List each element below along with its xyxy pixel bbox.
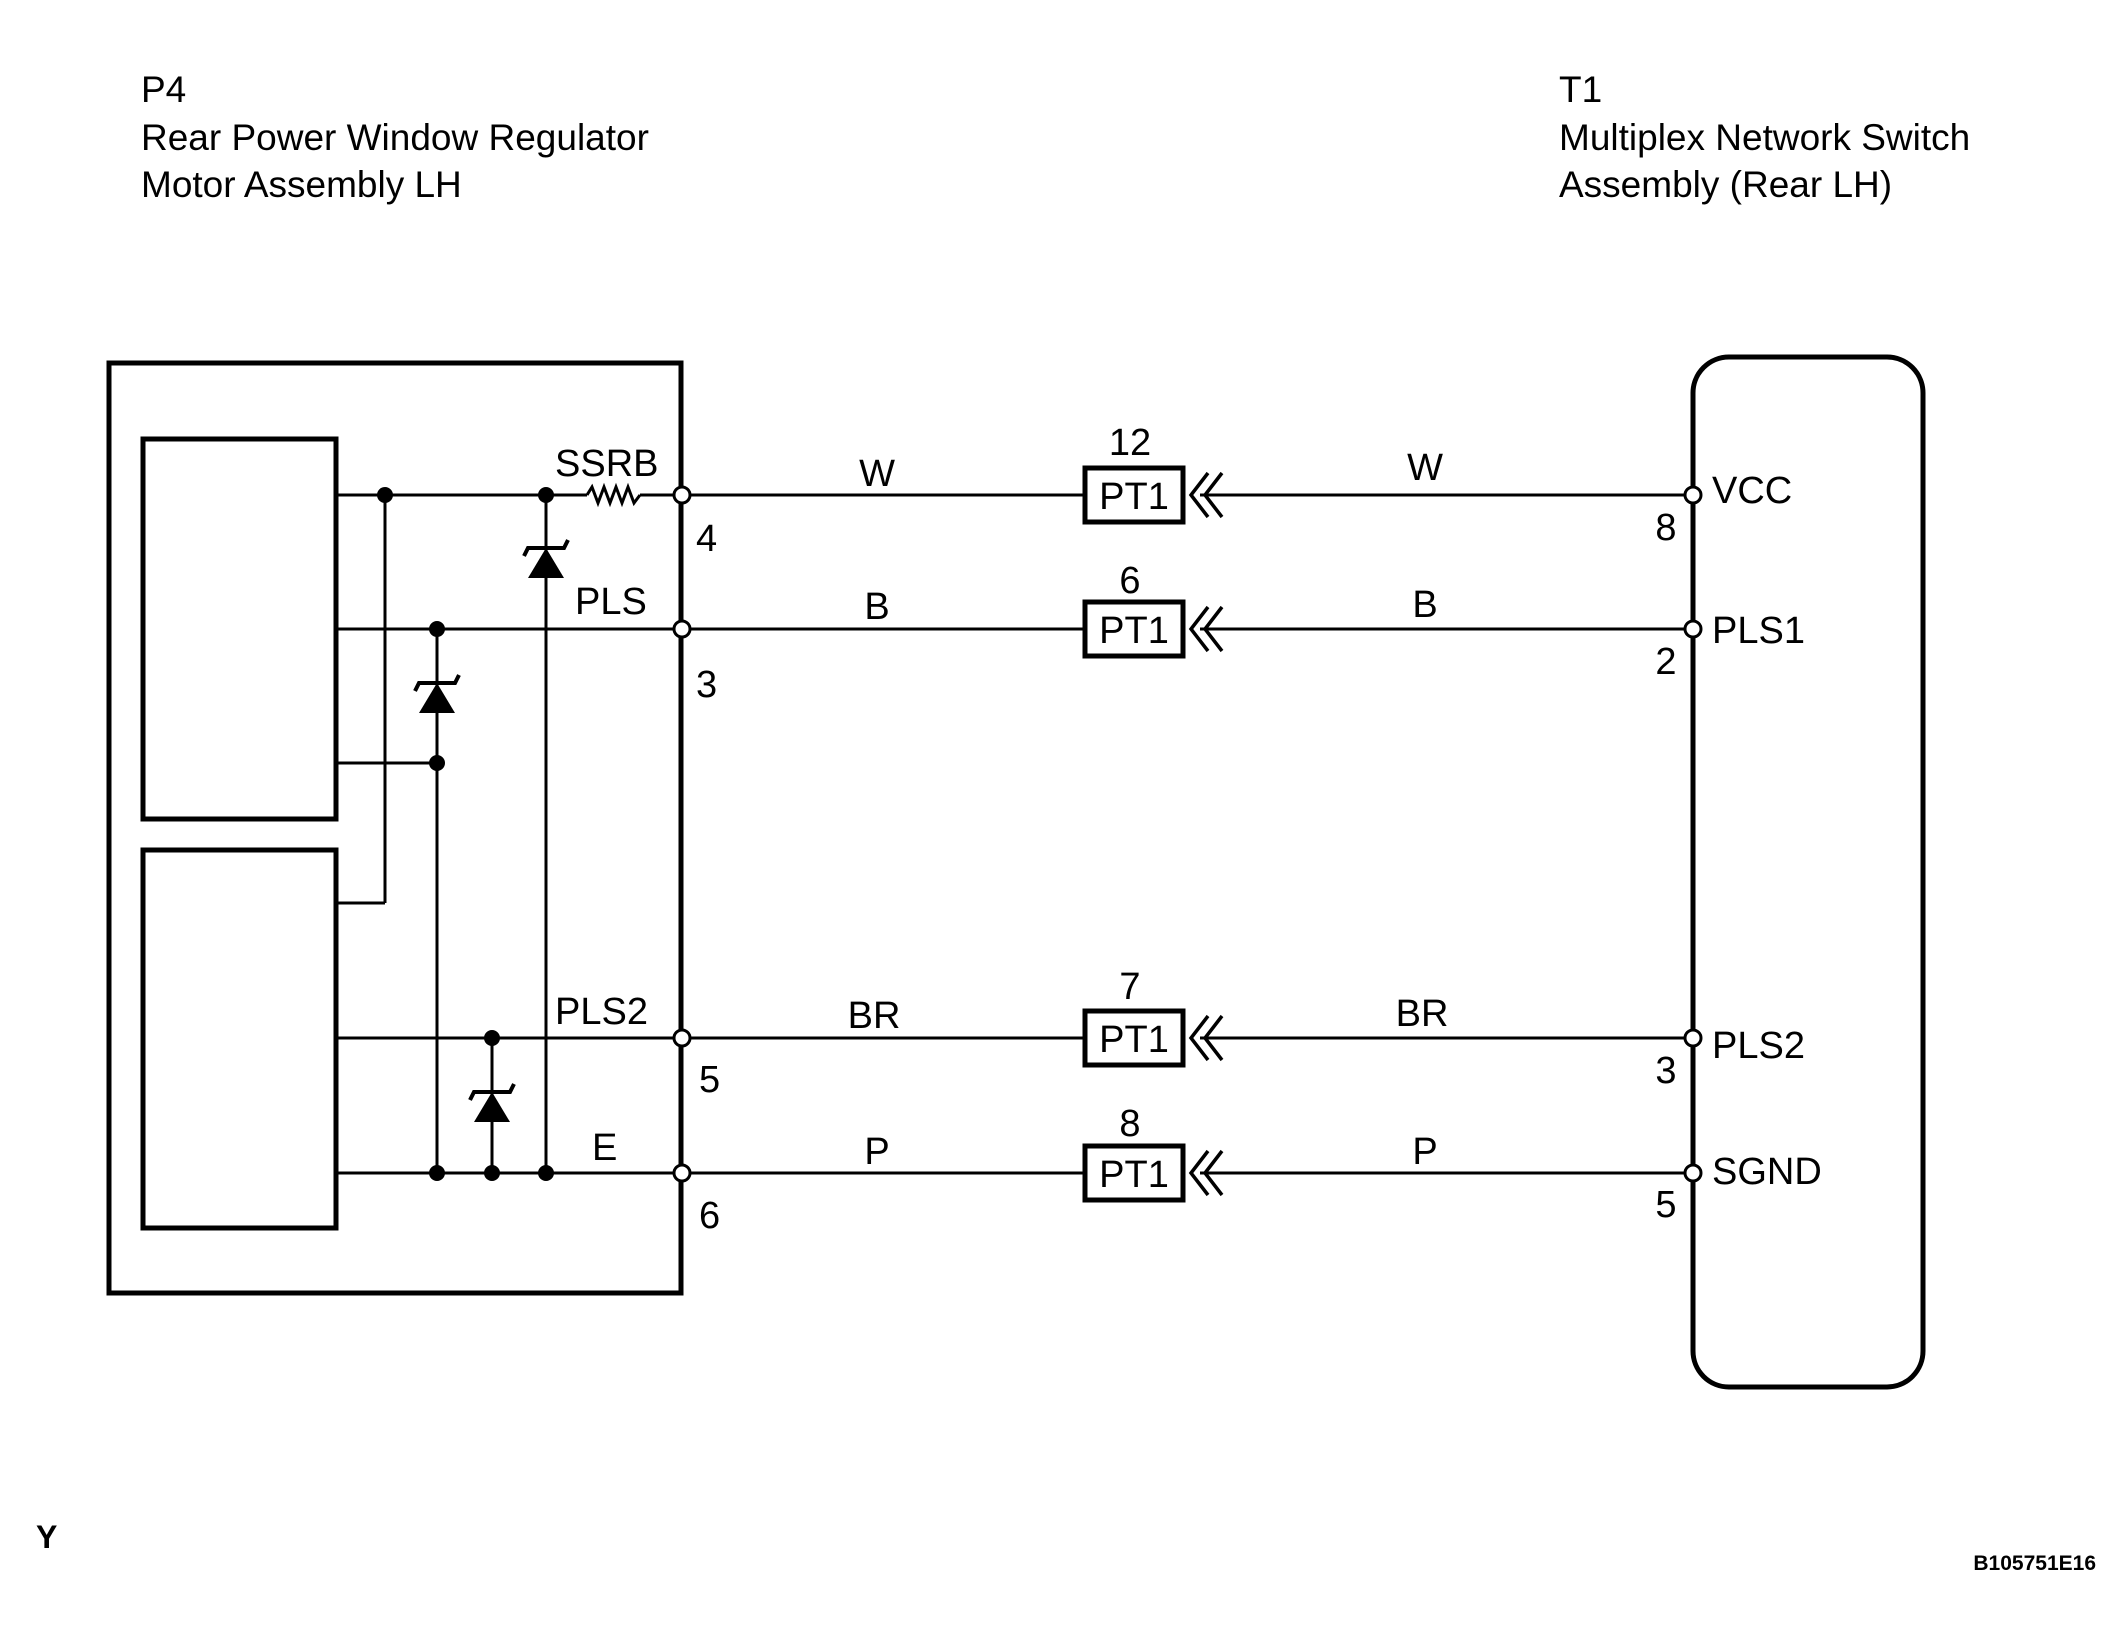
left-component-code: P4 <box>141 69 186 110</box>
motor-block-upper <box>140 436 339 822</box>
svg-text:PT1: PT1 <box>1099 1154 1169 1196</box>
right-pin-name-sgnd: SGND <box>1712 1151 1822 1193</box>
wire-color-left-br: BR <box>848 995 901 1037</box>
left-pin-no-3: 3 <box>696 664 717 706</box>
wire-color-right-w: W <box>1407 447 1443 489</box>
junction-dots <box>377 487 554 1181</box>
connector-pin-6: 6 <box>1119 560 1140 602</box>
right-pin-name-pls2: PLS2 <box>1712 1025 1805 1067</box>
left-component-name-line1: Rear Power Window Regulator <box>141 117 649 158</box>
motor-block-lower <box>140 847 339 1231</box>
zener-diode-2 <box>413 674 461 713</box>
right-pin-name-pls1: PLS1 <box>1712 610 1805 652</box>
connector-pin-8: 8 <box>1119 1103 1140 1145</box>
internal-wiring <box>336 482 674 1175</box>
left-pin-name-ssrb: SSRB <box>555 443 658 485</box>
connector-pt1-row3: PT1 <box>1082 1008 1224 1068</box>
right-component-name-line1: Multiplex Network Switch <box>1559 117 1970 158</box>
right-component-name-line2: Assembly (Rear LH) <box>1559 164 1892 205</box>
svg-text:PT1: PT1 <box>1099 610 1169 652</box>
right-pin-no-2: 2 <box>1655 641 1676 683</box>
external-wires <box>690 493 1685 1175</box>
svg-text:PT1: PT1 <box>1099 476 1169 518</box>
right-pin-no-5: 5 <box>1655 1184 1676 1226</box>
figure-id: B105751E16 <box>1973 1552 2096 1575</box>
left-pin-no-4: 4 <box>696 518 717 560</box>
connector-pin-7: 7 <box>1119 966 1140 1008</box>
wire-color-left-p: P <box>864 1131 889 1173</box>
corner-mark: Y <box>36 1519 57 1555</box>
left-pin-name-e: E <box>592 1127 617 1169</box>
wire-color-right-b: B <box>1412 584 1437 626</box>
right-component-code: T1 <box>1559 69 1602 110</box>
connector-pin-12: 12 <box>1109 422 1151 464</box>
zener-diode-1 <box>522 539 570 578</box>
left-component-box <box>106 360 684 1296</box>
right-pin-no-3: 3 <box>1655 1050 1676 1092</box>
left-pin-no-6: 6 <box>699 1195 720 1237</box>
connector-pt1-row2: PT1 <box>1082 599 1224 659</box>
connector-pt1-row1: PT1 <box>1082 465 1224 525</box>
connector-pt1-row4: PT1 <box>1082 1143 1224 1203</box>
right-pin-name-vcc: VCC <box>1712 470 1792 512</box>
left-pin-no-5: 5 <box>699 1059 720 1101</box>
svg-text:PT1: PT1 <box>1099 1019 1169 1061</box>
left-pin-name-pls: PLS <box>575 581 647 623</box>
wire-color-left-b: B <box>864 586 889 628</box>
terminals <box>672 485 1703 1183</box>
wire-color-right-br: BR <box>1396 993 1449 1035</box>
wire-color-right-p: P <box>1412 1131 1437 1173</box>
left-pin-name-pls2: PLS2 <box>555 991 648 1033</box>
wire-color-left-w: W <box>859 453 895 495</box>
left-component-name-line2: Motor Assembly LH <box>141 164 462 205</box>
right-component-box <box>1690 354 1926 1390</box>
zener-diode-3 <box>468 1083 516 1122</box>
right-pin-no-8: 8 <box>1655 507 1676 549</box>
